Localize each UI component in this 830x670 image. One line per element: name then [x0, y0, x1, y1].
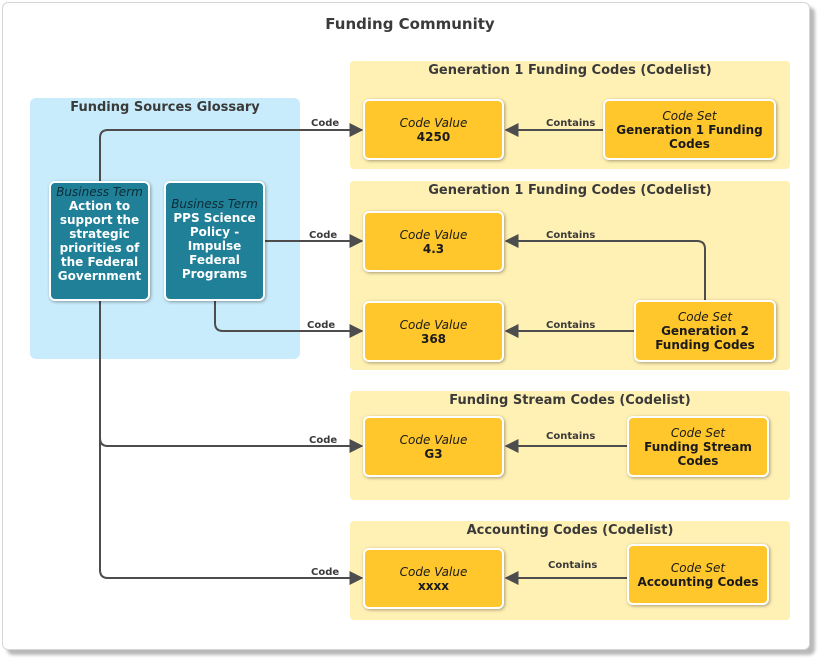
code-set-node[interactable]: Code Set Accounting Codes [627, 544, 769, 605]
node-type: Code Value [399, 564, 468, 579]
node-type: Code Value [399, 227, 468, 242]
code-value-node[interactable]: Code Value 4.3 [363, 211, 504, 272]
node-name: 4250 [416, 129, 451, 144]
node-type: Business Term [171, 197, 258, 211]
diagram-title: Funding Community [325, 15, 495, 33]
node-name: Generation 2 Funding Codes [655, 324, 755, 352]
edge-label-code: Code [307, 320, 336, 331]
code-set-node[interactable]: Code Set Generation 1 Funding Codes [603, 99, 776, 160]
code-value-node[interactable]: Code Value 368 [363, 301, 504, 362]
edge-label-code: Code [311, 118, 340, 129]
code-set-node[interactable]: Code Set Generation 2 Funding Codes [634, 300, 776, 362]
node-type: Code Value [399, 317, 468, 332]
node-type: Code Value [399, 115, 468, 130]
code-value-node[interactable]: Code Value G3 [363, 416, 504, 477]
node-type: Code Set [677, 310, 733, 324]
contains-edge [504, 234, 706, 301]
code-value-node[interactable]: Code Value 4250 [363, 99, 504, 160]
node-name: Action to support the strategic prioriti… [57, 199, 142, 283]
edge-label-contains: Contains [546, 320, 596, 331]
edge-label-contains: Contains [546, 118, 596, 129]
node-name: xxxx [418, 578, 449, 593]
edge-label-contains: Contains [546, 230, 596, 241]
node-name: G3 [424, 446, 443, 461]
edge-label-code: Code [309, 435, 338, 446]
group-title: Generation 1 Funding Codes (Codelist) [428, 183, 712, 198]
node-name: 368 [420, 331, 447, 346]
business-term-node[interactable]: Business Term Action to support the stra… [49, 181, 150, 301]
edge-label-code: Code [309, 230, 338, 241]
code-value-node[interactable]: Code Value xxxx [363, 548, 504, 609]
group-title: Generation 1 Funding Codes (Codelist) [428, 63, 712, 78]
node-type: Business Term [56, 185, 143, 199]
node-type: Code Set [670, 560, 726, 575]
node-name: 4.3 [422, 241, 445, 256]
node-name: Generation 1 Funding Codes [616, 122, 763, 151]
node-type: Code Set [662, 108, 717, 123]
code-edge [214, 300, 364, 338]
node-name: Accounting Codes [637, 574, 759, 589]
code-edge [99, 300, 364, 585]
code-set-node[interactable]: Code Set Funding Stream Codes [627, 416, 769, 477]
group-title: Accounting Codes (Codelist) [466, 523, 674, 538]
node-name: PPS Science Policy - Impulse Federal Pro… [173, 211, 256, 281]
edge-label-contains: Contains [548, 560, 598, 571]
group-title: Funding Stream Codes (Codelist) [449, 393, 691, 408]
node-type: Code Set [670, 425, 726, 440]
edge-label-contains: Contains [546, 431, 596, 442]
code-edge [99, 123, 364, 182]
node-type: Code Value [399, 432, 468, 447]
node-name: Funding Stream Codes [644, 439, 752, 468]
glossary-title: Funding Sources Glossary [70, 100, 260, 115]
business-term-node[interactable]: Business Term PPS Science Policy - Impul… [164, 181, 265, 301]
edge-label-code: Code [311, 567, 340, 578]
